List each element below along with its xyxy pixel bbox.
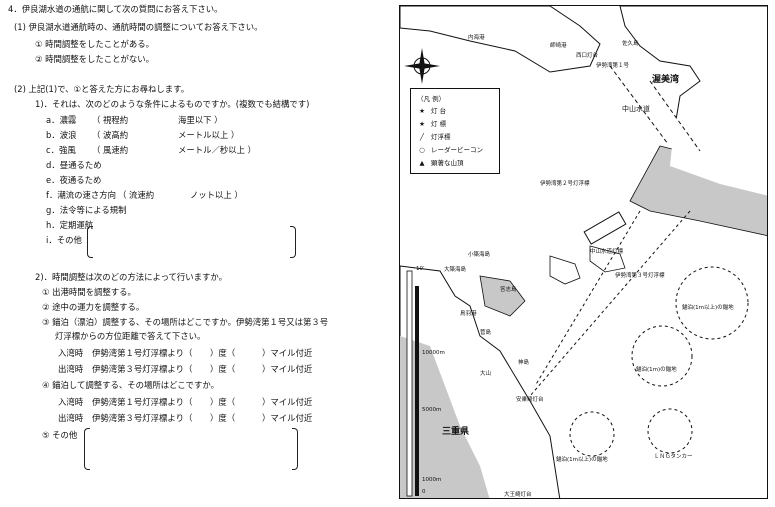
legend-item-buoy: 灯浮標 — [431, 133, 451, 141]
opt4-row2-label: 出湾時 — [58, 413, 84, 423]
scale-label-10000: 10000m — [422, 350, 445, 356]
condition-waves-label[interactable]: b．波浪 — [46, 130, 77, 140]
method-option-3[interactable]: ③ 錨泊（漂泊）調整する、その場所はどこですか。伊勢湾第１号又は第３号 — [42, 317, 329, 327]
scale-label-5000: 5000m — [422, 407, 442, 413]
bay-label: 渥美湾 — [652, 75, 680, 85]
condition-day-label[interactable]: d．昼通るため — [46, 160, 102, 170]
lighthouse-icon: ★ — [419, 107, 425, 115]
anchorage-label-3: 錨泊(1m以上)の錨地 — [556, 457, 608, 463]
opt3-row1-mile[interactable]: ）マイル付近 — [262, 348, 313, 358]
q2-sub2-text: 2)．時間調整は次のどの方法によって行いますか。 — [35, 272, 228, 282]
condition-waves-unit: メートル以上 ） — [178, 130, 240, 140]
channel-label: 中山水道 — [622, 105, 650, 113]
place-label-12: 大山 — [480, 371, 492, 377]
section-heading: 4．伊良湖水道の通航に関して次の質問にお答え下さい。 — [8, 4, 223, 14]
condition-other-label[interactable]: i．その他 — [46, 235, 82, 245]
condition-current-unit: ノット以上 ） — [190, 190, 243, 200]
opt5-bracket-right — [292, 428, 298, 470]
condition-wind-detail: （ 風速約 — [92, 145, 129, 155]
legend-item-radar-beacon: レーダービーコン — [431, 146, 483, 154]
scale-label-zero: 0 — [422, 489, 426, 495]
question-2: (2) 上記(1)で、①と答えた方にお尋ねします。 — [14, 84, 190, 94]
map-graphic — [400, 6, 767, 498]
other-bracket-left — [87, 226, 93, 258]
other-bracket-right — [290, 226, 296, 258]
opt5-bracket-left — [84, 428, 90, 470]
opt3-row1-deg[interactable]: ）度（ — [210, 348, 236, 358]
condition-wind-unit: メートル／秒以上 ） — [178, 145, 257, 155]
buoy-icon: ╱ — [420, 133, 424, 141]
condition-current-label[interactable]: f．潮流の速さ方向 — [46, 190, 116, 200]
place-label-9: 答志島 — [500, 287, 517, 293]
place-label-6: 伊勢湾第３号灯浮標 — [615, 273, 665, 279]
opt3-row2-deg[interactable]: ）度（ — [210, 364, 236, 374]
anchorage-label-2: 錨泊(1m)の錨地 — [636, 367, 677, 373]
anchorage-label-1: 錨泊(1m以上)の錨地 — [682, 305, 734, 311]
place-label-5: 伊勢湾第１号 — [596, 63, 630, 69]
radar-beacon-icon: ○ — [419, 146, 425, 154]
map-legend: （凡 例） ★ 灯 台 ★ 灯 標 ╱ 灯浮標 ○ レーダービーコン ▲ 顕著な山頂 — [410, 88, 500, 174]
place-label-1: 内海港 — [468, 35, 485, 41]
legend-item-lighthouse: 灯 台 — [431, 107, 447, 115]
opt3-row2-label: 出湾時 — [58, 364, 84, 374]
condition-scheduled-label[interactable]: h．定期運航 — [46, 220, 94, 230]
ise-bay-map: （凡 例） ★ 灯 台 ★ 灯 標 ╱ 灯浮標 ○ レーダービーコン ▲ 顕著な山頂 渥美… — [399, 5, 768, 499]
condition-regulation-label[interactable]: g．法令等による規制 — [46, 205, 127, 215]
scale-label-top: 10′ — [416, 266, 425, 272]
condition-night-label[interactable]: e．夜通るため — [46, 175, 102, 185]
legend-item-beacon: 灯 標 — [431, 120, 447, 128]
opt3-row1-label: 入湾時 — [58, 348, 84, 358]
scale-label-1000: 1000m — [422, 477, 442, 483]
method-option-4[interactable]: ④ 錨泊して調整する、その場所はどこですか。 — [42, 380, 219, 390]
condition-waves-detail: （ 波高約 — [92, 130, 129, 140]
question-1: (1) 伊良湖水道通航時の、通航時間の調整についてお答え下さい。 — [14, 22, 263, 32]
opt4-row1-text: 伊勢湾第１号灯浮標より（ — [92, 397, 193, 407]
place-label-3: 師崎港 — [550, 43, 567, 49]
opt4-row2-mile[interactable]: ）マイル付近 — [262, 413, 313, 423]
opt3-row2-mile[interactable]: ）マイル付近 — [262, 364, 313, 374]
legend-item-peak: 顕著な山頂 — [431, 159, 464, 167]
beacon-icon: ★ — [419, 120, 425, 128]
condition-fog-unit: 海里以下 ） — [178, 115, 223, 125]
place-label-11: 神島 — [518, 360, 530, 366]
place-label-13: 鳥羽港 — [460, 311, 477, 317]
opt4-row1-label: 入湾時 — [58, 397, 84, 407]
condition-fog-detail: （ 視程約 — [92, 115, 129, 125]
opt4-row2-deg[interactable]: ）度（ — [210, 413, 236, 423]
condition-wind-label[interactable]: c．強風 — [46, 145, 76, 155]
legend-title: （凡 例） — [417, 95, 446, 103]
anchorage-label-lng: ＬＮＧタンカー — [654, 454, 693, 460]
peak-icon: ▲ — [419, 159, 425, 167]
opt3-row1-text: 伊勢湾第１号灯浮標より（ — [92, 348, 193, 358]
method-option-5[interactable]: ⑤ その他 — [42, 430, 78, 440]
place-label-17: 中山水道灯標 — [590, 249, 624, 255]
place-label-7: 小築海島 — [468, 252, 491, 258]
place-label-4: 西口灯台 — [576, 53, 599, 59]
prefecture-label: 三重県 — [442, 427, 470, 437]
place-label-15: 大王崎灯台 — [504, 492, 532, 498]
place-label-14: 安乗崎灯台 — [516, 397, 544, 403]
opt4-row1-deg[interactable]: ）度（ — [210, 397, 236, 407]
q1-option-1[interactable]: ① 時間調整をしたことがある。 — [35, 39, 155, 49]
opt4-row2-text: 伊勢湾第３号灯浮標より（ — [92, 413, 193, 423]
opt4-row1-mile[interactable]: ）マイル付近 — [262, 397, 313, 407]
method-option-2[interactable]: ② 途中の運力を調整する。 — [42, 302, 145, 312]
method-option-1[interactable]: ① 出港時間を調整する。 — [42, 287, 136, 297]
q1-option-2[interactable]: ② 時間調整をしたことがない。 — [35, 54, 155, 64]
place-label-16: 伊勢湾第２号灯浮標 — [540, 181, 590, 187]
condition-current-detail: （ 流速約 — [118, 190, 155, 200]
place-label-10: 菅島 — [480, 330, 492, 336]
opt3-row2-text: 伊勢湾第３号灯浮標より（ — [92, 364, 193, 374]
condition-fog-label[interactable]: a．濃霧 — [46, 115, 77, 125]
place-label-8: 大築海島 — [444, 267, 467, 273]
method-option-3-cont: 灯浮標からの方位距離で答えて下さい。 — [55, 331, 206, 341]
place-label-2: 佐久島 — [622, 41, 639, 47]
q2-sub1-text: 1)．それは、次のどのような条件によるものですか。(複数でも結構です) — [35, 99, 310, 109]
